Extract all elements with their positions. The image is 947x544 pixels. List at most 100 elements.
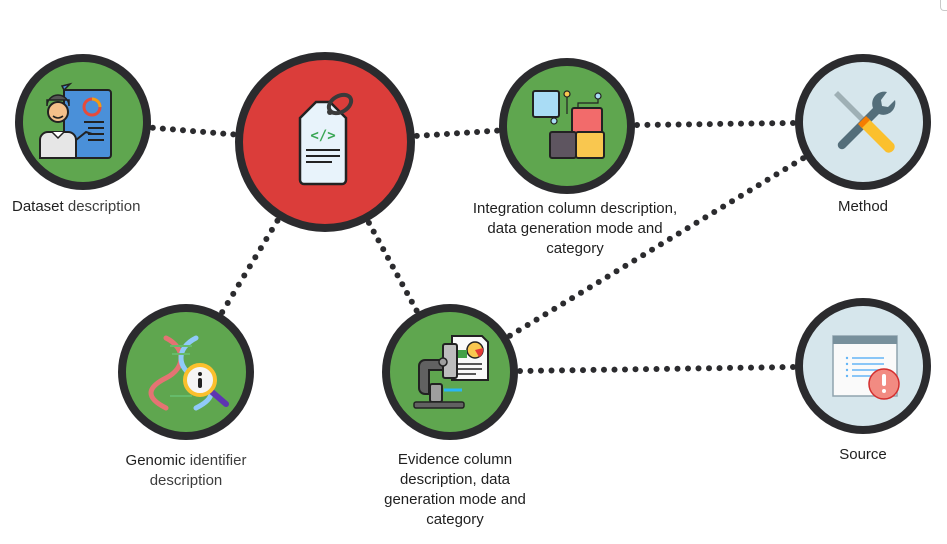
edge-dot bbox=[665, 121, 672, 128]
edge-dot bbox=[779, 364, 786, 371]
edge-dot bbox=[631, 257, 638, 264]
edge-dot bbox=[748, 364, 755, 371]
edge-dot bbox=[527, 367, 534, 374]
node-integration[interactable] bbox=[499, 58, 635, 194]
edge-dot bbox=[764, 176, 771, 183]
label-integration-line3: category bbox=[546, 240, 604, 257]
edge-integration-method bbox=[633, 119, 797, 129]
presenter-document-icon bbox=[39, 82, 112, 159]
edge-dot bbox=[380, 246, 387, 253]
label-dataset-primary: Dataset bbox=[12, 198, 64, 215]
edge-dot bbox=[706, 121, 713, 128]
edge-dot bbox=[779, 120, 786, 127]
edge-dot bbox=[384, 254, 391, 261]
node-integration-circle bbox=[499, 58, 635, 194]
edge-dot bbox=[230, 290, 237, 297]
edge-dot bbox=[577, 289, 584, 296]
code-tag-icon: </> bbox=[298, 92, 354, 186]
edge-dot bbox=[684, 225, 691, 232]
edge-dot bbox=[632, 366, 639, 373]
edge-dot bbox=[649, 246, 656, 253]
edge-dot bbox=[595, 278, 602, 285]
edge-dot bbox=[675, 230, 682, 237]
edge-dot bbox=[717, 120, 724, 127]
edge-dot bbox=[790, 364, 797, 371]
edge-dot bbox=[230, 131, 237, 138]
edge-dot bbox=[408, 298, 415, 305]
edge-dot bbox=[404, 289, 411, 296]
edge-dot bbox=[727, 364, 734, 371]
edge-dot bbox=[738, 120, 745, 127]
label-integration-line2: data generation mode and bbox=[487, 220, 663, 237]
edge-dot bbox=[548, 367, 555, 374]
edge-dot bbox=[693, 219, 700, 226]
node-evidence[interactable] bbox=[382, 304, 518, 440]
edge-dot bbox=[235, 281, 242, 288]
edge-dot bbox=[611, 366, 618, 373]
node-dataset[interactable] bbox=[15, 54, 151, 190]
edge-dot bbox=[702, 214, 709, 221]
edge-dot bbox=[515, 327, 522, 334]
edge-dot bbox=[613, 268, 620, 275]
edge-dot bbox=[711, 209, 718, 216]
edge-dot bbox=[484, 128, 491, 135]
edge-dot bbox=[716, 365, 723, 372]
label-evidence: Evidence column description, data genera… bbox=[365, 450, 545, 530]
edge-dot bbox=[653, 366, 660, 372]
edge-dot bbox=[190, 128, 197, 135]
label-evidence-line4: category bbox=[426, 511, 484, 528]
label-source: Source bbox=[813, 445, 913, 465]
edge-dot bbox=[644, 121, 651, 128]
edge-dot bbox=[695, 365, 702, 372]
node-source[interactable] bbox=[795, 298, 931, 434]
edge-dot bbox=[494, 127, 501, 134]
edge-dot bbox=[737, 192, 744, 199]
edge-dot bbox=[755, 182, 762, 189]
node-tag[interactable]: </> bbox=[235, 52, 415, 232]
edge-dot bbox=[790, 119, 797, 126]
edge-dot bbox=[720, 203, 727, 210]
puzzle-icon bbox=[532, 90, 605, 159]
edge-dot bbox=[394, 272, 401, 279]
edge-dot bbox=[746, 187, 753, 194]
label-evidence-line2: description, data bbox=[399, 471, 511, 488]
label-method: Method bbox=[813, 197, 913, 217]
edge-dot bbox=[159, 125, 166, 132]
corner-decoration bbox=[940, 0, 947, 11]
edge-dot bbox=[758, 120, 765, 127]
edge-dot bbox=[149, 124, 156, 131]
edge-dot bbox=[257, 245, 264, 252]
edge-dot bbox=[769, 120, 776, 127]
edge-dot bbox=[169, 126, 176, 133]
edge-dot bbox=[586, 284, 593, 291]
edge-dot bbox=[729, 198, 736, 205]
edge-dot bbox=[642, 366, 649, 373]
edge-dot bbox=[252, 254, 259, 261]
edge-dot bbox=[241, 272, 248, 279]
edge-dot bbox=[782, 166, 789, 173]
label-dataset-secondary: description bbox=[67, 198, 141, 215]
edge-dot bbox=[200, 128, 207, 135]
label-genomic-line2: description bbox=[149, 472, 223, 489]
label-dataset: Dataset description bbox=[12, 197, 140, 217]
edge-dot bbox=[590, 366, 597, 373]
edge-dot bbox=[769, 364, 776, 371]
edge-tag-evidence bbox=[365, 219, 420, 314]
node-method[interactable] bbox=[795, 54, 931, 190]
edge-dot bbox=[375, 237, 382, 244]
edge-dot bbox=[664, 365, 671, 372]
edge-dot bbox=[621, 366, 628, 373]
edge-dot bbox=[685, 365, 692, 372]
node-genomic[interactable] bbox=[118, 304, 254, 440]
edge-dot bbox=[423, 132, 430, 139]
label-source-text: Source bbox=[839, 446, 887, 463]
edge-dot bbox=[748, 120, 755, 127]
label-genomic-secondary: identifier bbox=[189, 452, 247, 469]
edge-dot bbox=[706, 365, 713, 372]
edge-dot bbox=[791, 160, 798, 167]
edge-dot bbox=[399, 281, 406, 288]
edge-dot bbox=[604, 273, 611, 280]
edge-dot bbox=[685, 121, 692, 128]
